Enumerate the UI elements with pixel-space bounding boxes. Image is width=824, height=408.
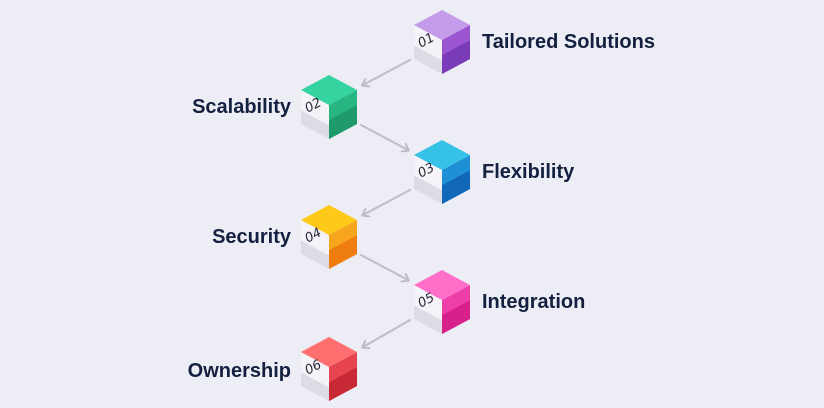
cube-face-shade <box>414 45 442 74</box>
step-cube-03: 03 <box>414 140 470 204</box>
step-label-security: Security <box>212 226 291 248</box>
step-label-flexibility: Flexibility <box>482 161 575 183</box>
step-number-05: 05 <box>416 290 438 311</box>
step-number-03: 03 <box>416 160 438 181</box>
cube-face-shade <box>301 240 329 269</box>
step-label-scalability: Scalability <box>192 96 291 118</box>
connector-arrow-4-to-5 <box>360 254 408 280</box>
cube-shadow-face <box>329 367 357 401</box>
cube-face-shade <box>414 175 442 204</box>
cube-shadow-face <box>329 235 357 269</box>
connector-arrow-2-to-3 <box>360 124 408 150</box>
cube-top-face <box>414 270 470 300</box>
connector-arrow-1-to-2 <box>363 59 411 85</box>
cube-shadow-face <box>442 40 470 74</box>
cube-shadow-face <box>442 170 470 204</box>
step-label-ownership: Ownership <box>187 360 291 382</box>
cube-top-face <box>301 205 357 235</box>
cube-shadow-face <box>442 300 470 334</box>
step-cube-05: 05 <box>414 270 470 334</box>
cube-shadow-face <box>329 105 357 139</box>
cube-top-face <box>301 337 357 367</box>
step-number-01: 01 <box>416 30 438 51</box>
step-label-tailored-solutions: Tailored Solutions <box>482 31 655 53</box>
cube-face-shade <box>301 110 329 139</box>
cube-face-shade <box>301 372 329 401</box>
cube-face-shade <box>414 305 442 334</box>
step-number-04: 04 <box>303 225 325 246</box>
cube-top-face <box>414 10 470 40</box>
step-label-integration: Integration <box>482 291 586 313</box>
step-cube-02: 02 <box>301 75 357 139</box>
step-cube-06: 06 <box>301 337 357 401</box>
connector-arrow-3-to-4 <box>363 189 411 215</box>
cube-top-face <box>301 75 357 105</box>
step-number-06: 06 <box>303 357 325 378</box>
step-cube-01: 01 <box>414 10 470 74</box>
step-cube-04: 04 <box>301 205 357 269</box>
connector-arrow-5-to-6 <box>363 319 411 347</box>
step-number-02: 02 <box>303 95 325 116</box>
cube-top-face <box>414 140 470 170</box>
